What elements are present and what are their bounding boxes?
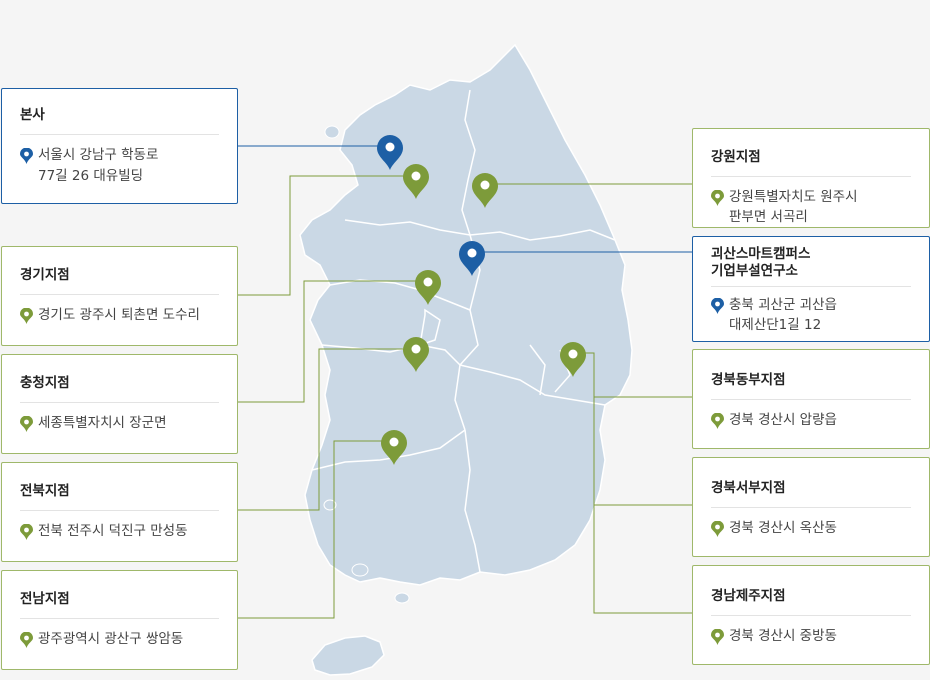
- office-name: 경북서부지점: [711, 480, 911, 508]
- office-address: 세종특별자치시 장군면: [38, 415, 167, 431]
- office-card-jeonbuk[interactable]: 전북지점 전북 전주시 덕진구 만성동: [1, 462, 238, 562]
- office-card-gyeongbuk-west[interactable]: 경북서부지점 경북 경산시 옥산동: [692, 457, 930, 557]
- pin-jeonnam-icon[interactable]: [381, 430, 407, 465]
- connector-gyeongbuk-west: [593, 397, 693, 506]
- connector-gyeongnam-jeju: [593, 505, 693, 614]
- location-pin-icon: [20, 632, 33, 648]
- office-address: 강원특별자치도 원주시 판부면 서곡리: [729, 189, 858, 225]
- office-name: 전남지점: [20, 591, 219, 619]
- location-pin-icon: [711, 521, 724, 537]
- office-card-chungcheong[interactable]: 충청지점 세종특별자치시 장군면: [1, 354, 238, 454]
- office-name: 전북지점: [20, 483, 219, 511]
- location-pin-icon: [20, 524, 33, 540]
- location-pin-icon: [711, 298, 724, 314]
- location-pin-icon: [711, 190, 724, 206]
- pin-goesan-icon[interactable]: [459, 241, 485, 276]
- pin-jeonbuk-icon[interactable]: [403, 337, 429, 372]
- map-pins: [377, 135, 586, 465]
- pin-hq-icon[interactable]: [377, 135, 403, 170]
- pin-gyeongbuk-icon[interactable]: [560, 342, 586, 377]
- office-name: 충청지점: [20, 375, 219, 403]
- connector-jeonnam: [237, 440, 394, 619]
- office-address: 광주광역시 광산구 쌍암동: [38, 631, 184, 647]
- office-card-gangwon[interactable]: 강원지점 강원특별자치도 원주시 판부면 서곡리: [692, 128, 930, 228]
- connector-chungcheong: [237, 280, 428, 403]
- office-address: 서울시 강남구 학동로 77길 26 대유빌딩: [38, 147, 159, 184]
- office-address: 경북 경산시 중방동: [729, 628, 837, 644]
- location-pin-icon: [20, 148, 33, 164]
- pin-chungcheong-icon[interactable]: [415, 270, 441, 305]
- office-name: 강원지점: [711, 149, 911, 177]
- office-card-gyeonggi[interactable]: 경기지점 경기도 광주시 퇴촌면 도수리: [1, 246, 238, 346]
- small-islands: [323, 125, 410, 604]
- location-pin-icon: [20, 308, 33, 324]
- connector-lines: [237, 145, 693, 619]
- pin-gangwon-icon[interactable]: [472, 173, 498, 208]
- office-address: 전북 전주시 덕진구 만성동: [38, 523, 188, 539]
- office-name: 경기지점: [20, 267, 219, 295]
- office-address: 경북 경산시 압량읍: [729, 412, 837, 428]
- office-address: 경북 경산시 옥산동: [729, 520, 837, 536]
- office-name: 경남제주지점: [711, 588, 911, 616]
- office-name: 괴산스마트캠퍼스 기업부설연구소: [711, 246, 911, 287]
- connector-gyeonggi: [237, 175, 416, 296]
- office-card-gyeongbuk-east[interactable]: 경북동부지점 경북 경산시 압량읍: [692, 349, 930, 449]
- location-pin-icon: [711, 413, 724, 429]
- korea-mainland-shape: [299, 43, 633, 586]
- office-address: 경기도 광주시 퇴촌면 도수리: [38, 307, 200, 323]
- office-card-jeonnam[interactable]: 전남지점 광주광역시 광산구 쌍암동: [1, 570, 238, 670]
- jeju-island-shape: [311, 635, 385, 676]
- office-card-hq[interactable]: 본사 서울시 강남구 학동로 77길 26 대유빌딩: [1, 88, 238, 204]
- office-card-gyeongnam-jeju[interactable]: 경남제주지점 경북 경산시 중방동: [692, 565, 930, 665]
- office-address: 충북 괴산군 괴산읍 대제산단1길 12: [729, 297, 837, 333]
- connector-jeonbuk: [237, 348, 416, 511]
- office-card-goesan[interactable]: 괴산스마트캠퍼스 기업부설연구소 충북 괴산군 괴산읍 대제산단1길 12: [692, 236, 930, 342]
- office-name: 본사: [20, 107, 219, 135]
- location-pin-icon: [711, 629, 724, 645]
- office-name: 경북동부지점: [711, 372, 911, 400]
- location-pin-icon: [20, 416, 33, 432]
- pin-gyeonggi-icon[interactable]: [403, 164, 429, 199]
